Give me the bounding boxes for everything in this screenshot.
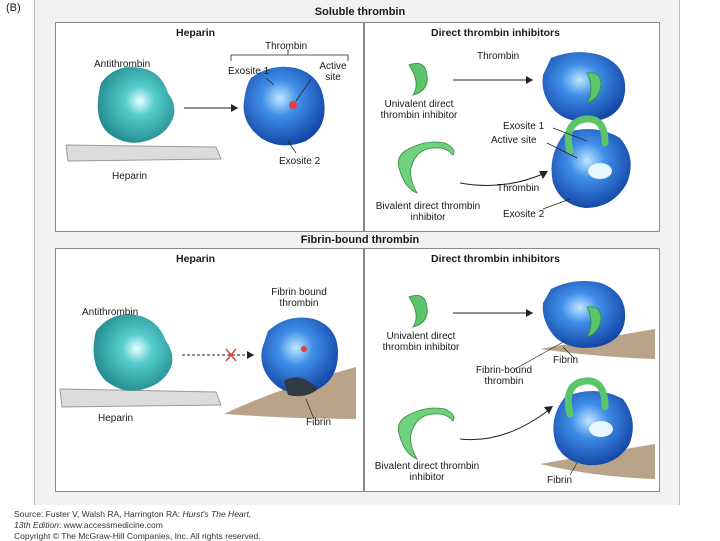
thrombin-molecule xyxy=(542,52,626,122)
panel-fibrin-heparin: Heparin Antithrombin Fibrin bound thromb… xyxy=(55,248,364,492)
label-univalent: Univalent direct thrombin inhibitor xyxy=(380,99,458,121)
label-thrombin-bottom: Thrombin xyxy=(497,183,540,194)
label-heparin: Heparin xyxy=(98,413,134,424)
label-fibrin: Fibrin xyxy=(306,417,332,428)
antithrombin-molecule xyxy=(97,67,175,143)
panel-fibrin-dti: Direct thrombin inhibitors Univalent dir… xyxy=(364,248,660,492)
soluble-dti-illustration xyxy=(397,52,631,210)
label-exosite1: Exosite 1 xyxy=(503,121,545,132)
label-thrombin: Thrombin xyxy=(265,41,308,52)
label-univalent: Univalent direct thrombin inhibitor xyxy=(382,331,460,353)
label-bivalent: Bivalent direct thrombin inhibitor xyxy=(375,201,481,223)
label-fibrin-bottom: Fibrin xyxy=(547,475,573,486)
label-antithrombin: Antithrombin xyxy=(94,59,151,70)
panel-title: Direct thrombin inhibitors xyxy=(431,253,560,265)
panel-title: Heparin xyxy=(176,27,216,39)
fibrin-heparin-illustration xyxy=(59,314,356,420)
panel-title: Heparin xyxy=(176,253,216,265)
label-heparin: Heparin xyxy=(112,171,148,182)
fibrin-dti-illustration xyxy=(397,281,655,479)
panel-title: Direct thrombin inhibitors xyxy=(431,27,560,39)
panel-soluble-heparin: Heparin Antithrombin Heparin Thrombin Ex… xyxy=(55,22,364,232)
figure-tag: (B) xyxy=(6,2,21,14)
label-thrombin-top: Thrombin xyxy=(477,51,520,62)
label-bivalent: Bivalent direct thrombin inhibitor xyxy=(374,461,480,483)
heparin-strand xyxy=(65,144,222,162)
univalent-inhibitor xyxy=(408,62,428,96)
panel-soluble-dti: Direct thrombin inhibitors Thrombin Univ… xyxy=(364,22,660,232)
section-title-fibrin-bound: Fibrin-bound thrombin xyxy=(300,234,420,246)
label-active-site: Active site xyxy=(491,135,537,146)
soluble-heparin-illustration xyxy=(65,49,349,162)
label-active-site: Active site xyxy=(319,61,347,83)
section-title-soluble: Soluble thrombin xyxy=(314,6,406,18)
thrombin-bracket xyxy=(230,49,349,61)
label-fibrin-bound-thrombin: Fibrin-bound thrombin xyxy=(475,365,533,387)
active-site-marker xyxy=(289,101,297,109)
label-fibrin-bound-thrombin: Fibrin bound thrombin xyxy=(271,287,327,309)
thrombin-molecule xyxy=(243,66,325,146)
label-antithrombin: Antithrombin xyxy=(82,307,139,318)
source-line-1: Source: Fuster V, Walsh RA, Harrington R… xyxy=(14,509,252,519)
label-exosite2: Exosite 2 xyxy=(279,156,321,167)
label-fibrin-top: Fibrin xyxy=(553,355,579,366)
bivalent-inhibitor xyxy=(397,141,455,194)
source-line-2: 13th Edition: www.accessmedicine.com xyxy=(14,520,163,530)
label-exosite1: Exosite 1 xyxy=(228,66,270,77)
label-exosite2: Exosite 2 xyxy=(503,209,545,220)
source-line-3: Copyright © The McGraw-Hill Companies, I… xyxy=(14,531,261,541)
